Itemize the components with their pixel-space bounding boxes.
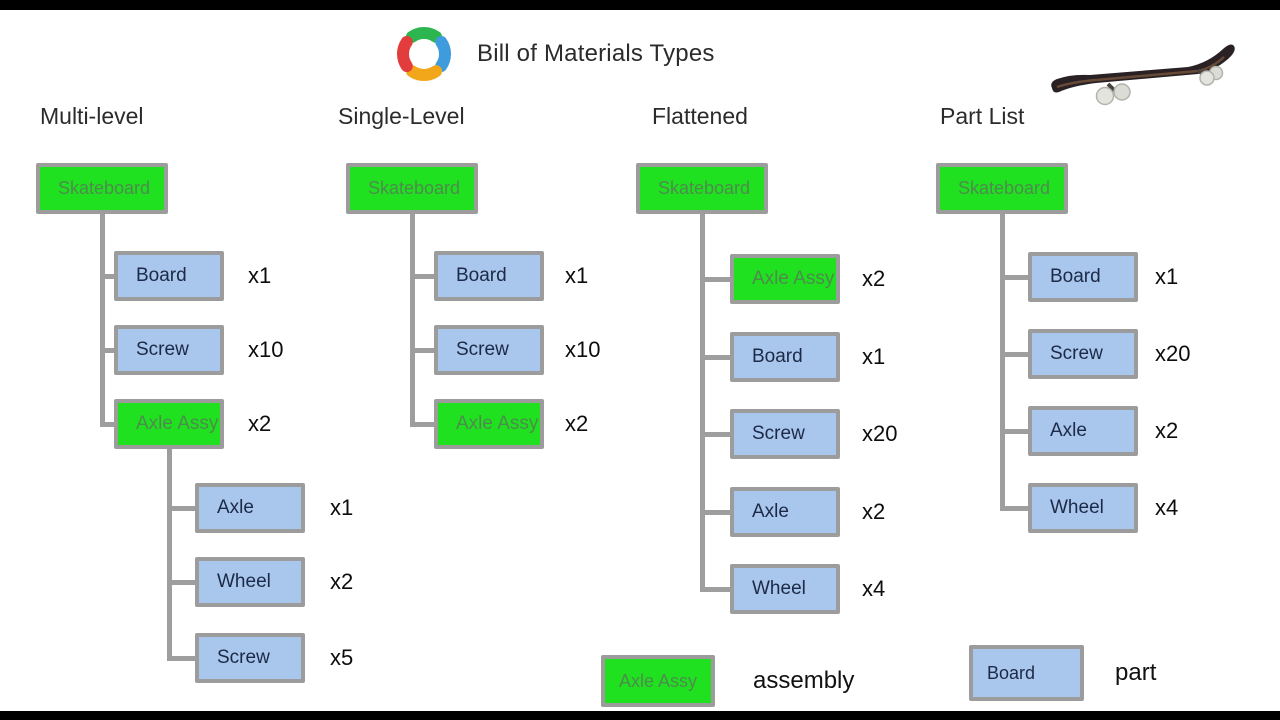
tree-connector-line bbox=[1000, 275, 1029, 280]
quantity-label: x2 bbox=[330, 569, 354, 594]
node-screw: Screw bbox=[434, 325, 544, 375]
node-axle: Axle bbox=[195, 483, 305, 533]
quantity-label: x4 bbox=[862, 576, 886, 601]
quantity-label: x2 bbox=[248, 411, 272, 436]
node-screw: Screw bbox=[730, 409, 840, 459]
tree-connector-line bbox=[100, 274, 115, 279]
tree-connector-line bbox=[700, 587, 731, 592]
node-wheel: Wheel bbox=[195, 557, 305, 607]
node-board: Board bbox=[1028, 252, 1138, 302]
tree-connector-line bbox=[410, 274, 435, 279]
tree-connector-line bbox=[100, 348, 115, 353]
quantity-label: x1 bbox=[248, 263, 272, 288]
legend-assembly-label: assembly bbox=[753, 667, 855, 694]
quantity-label: x10 bbox=[248, 337, 284, 362]
column-title: Multi-level bbox=[40, 103, 144, 129]
quantity-label: x1 bbox=[1155, 264, 1179, 289]
node-screw: Screw bbox=[1028, 329, 1138, 379]
tree-connector-line bbox=[167, 656, 196, 661]
tree-connector-line bbox=[1000, 352, 1029, 357]
node-board: Board bbox=[114, 251, 224, 301]
column-title: Flattened bbox=[652, 103, 748, 129]
legend-assembly-box: Axle Assy bbox=[601, 655, 715, 707]
top-letterbox-bar bbox=[0, 0, 1280, 10]
node-screw: Screw bbox=[114, 325, 224, 375]
quantity-label: x10 bbox=[565, 337, 601, 362]
quantity-label: x2 bbox=[1155, 418, 1179, 443]
quantity-label: x2 bbox=[862, 266, 886, 291]
tree-connector-line bbox=[1000, 506, 1029, 511]
quantity-label: x4 bbox=[1155, 495, 1179, 520]
node-skateboard: Skateboard bbox=[36, 163, 168, 214]
tree-connector-line bbox=[100, 214, 105, 427]
ring-logo-icon bbox=[393, 24, 455, 84]
quantity-label: x20 bbox=[862, 421, 898, 446]
node-skateboard: Skateboard bbox=[636, 163, 768, 214]
tree-connector-line bbox=[1000, 214, 1005, 511]
node-board: Board bbox=[434, 251, 544, 301]
tree-connector-line bbox=[167, 580, 196, 585]
quantity-label: x20 bbox=[1155, 341, 1191, 366]
tree-connector-line bbox=[100, 422, 115, 427]
page-title: Bill of Materials Types bbox=[477, 40, 715, 67]
slide-header: Bill of Materials Types bbox=[393, 24, 715, 84]
tree-connector-line bbox=[167, 506, 196, 511]
tree-connector-line bbox=[1000, 429, 1029, 434]
node-axle-assy: Axle Assy bbox=[114, 399, 224, 449]
quantity-label: x1 bbox=[565, 263, 589, 288]
skateboard-image bbox=[1048, 30, 1243, 108]
tree-connector-line bbox=[700, 510, 731, 515]
node-axle-assy: Axle Assy bbox=[434, 399, 544, 449]
tree-connector-line bbox=[167, 449, 172, 661]
node-axle-assy: Axle Assy bbox=[730, 254, 840, 304]
tree-connector-line bbox=[410, 422, 435, 427]
tree-connector-line bbox=[410, 348, 435, 353]
node-board: Board bbox=[730, 332, 840, 382]
node-skateboard: Skateboard bbox=[936, 163, 1068, 214]
quantity-label: x1 bbox=[862, 344, 886, 369]
quantity-label: x1 bbox=[330, 495, 354, 520]
tree-connector-line bbox=[700, 214, 705, 592]
tree-connector-line bbox=[410, 214, 415, 427]
bottom-letterbox-bar bbox=[0, 711, 1280, 720]
node-wheel: Wheel bbox=[1028, 483, 1138, 533]
column-title: Single-Level bbox=[338, 103, 465, 129]
tree-connector-line bbox=[700, 355, 731, 360]
legend-part-box: Board bbox=[969, 645, 1084, 701]
tree-connector-line bbox=[700, 277, 731, 282]
column-title: Part List bbox=[940, 103, 1025, 129]
node-screw: Screw bbox=[195, 633, 305, 683]
quantity-label: x2 bbox=[565, 411, 589, 436]
node-wheel: Wheel bbox=[730, 564, 840, 614]
legend-part-label: part bbox=[1115, 659, 1157, 686]
node-axle: Axle bbox=[730, 487, 840, 537]
quantity-label: x5 bbox=[330, 645, 354, 670]
quantity-label: x2 bbox=[862, 499, 886, 524]
tree-connector-line bbox=[700, 432, 731, 437]
node-skateboard: Skateboard bbox=[346, 163, 478, 214]
node-axle: Axle bbox=[1028, 406, 1138, 456]
